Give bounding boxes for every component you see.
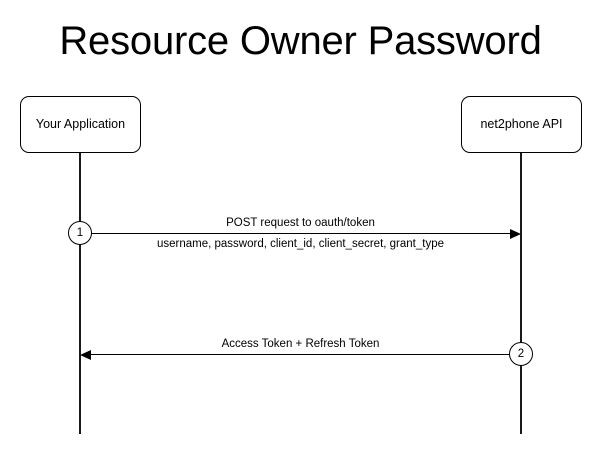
participant-net2phone-api[interactable]: net2phone API [461, 96, 582, 153]
step-marker-2-label: 2 [517, 348, 525, 360]
step-marker-2[interactable]: 2 [509, 342, 533, 366]
message-1-label-below: username, password, client_id, client_se… [156, 238, 444, 250]
participant-label-your-application: Your Application [35, 117, 126, 131]
message-2-line [91, 354, 521, 356]
lifeline-your-application [79, 152, 81, 434]
arrow-right-icon [510, 228, 521, 239]
message-1-line [80, 233, 510, 235]
message-1-label-above: POST request to oauth/token [226, 217, 375, 229]
lifeline-net2phone-api [520, 152, 522, 434]
step-marker-1-label: 1 [76, 227, 84, 239]
page-title: Resource Owner Password [59, 19, 542, 63]
participant-your-application[interactable]: Your Application [20, 96, 141, 153]
arrow-left-icon [80, 349, 91, 360]
participant-label-net2phone-api: net2phone API [480, 117, 563, 131]
step-marker-1[interactable]: 1 [68, 221, 92, 245]
message-2-label-above: Access Token + Refresh Token [221, 338, 380, 350]
